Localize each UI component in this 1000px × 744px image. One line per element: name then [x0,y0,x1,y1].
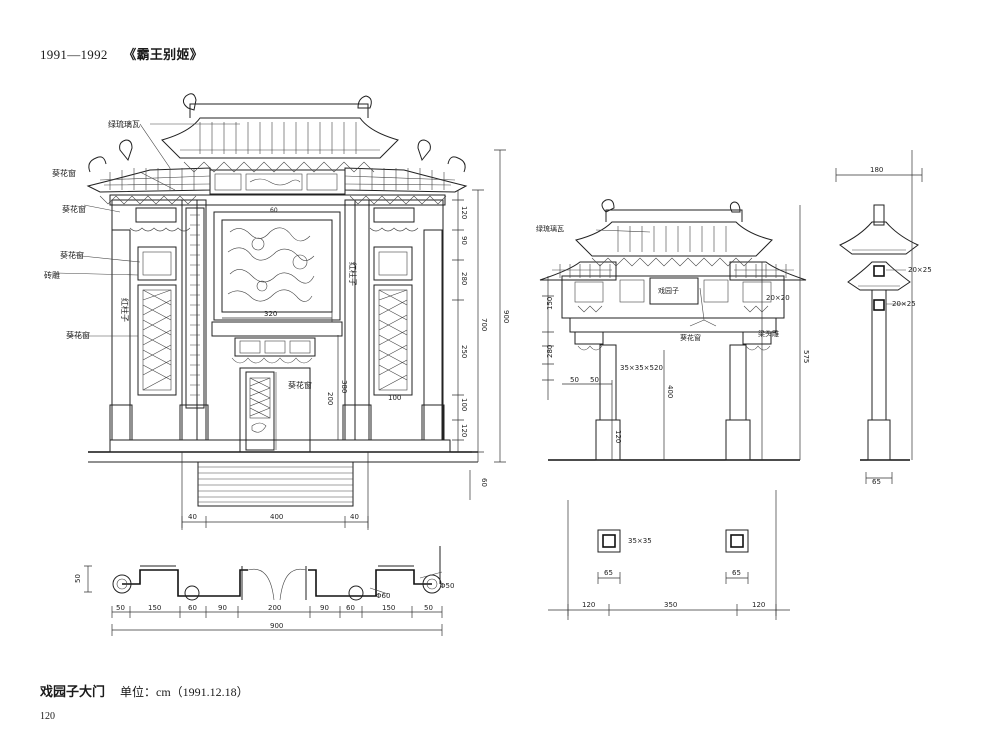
gate-plan [548,490,790,620]
gate-plan-dim-5: 120 [752,601,765,609]
label-red-column-mid: 红柱子 [348,262,358,286]
side-dim-2: 20×25 [892,300,916,308]
inscription-column [185,207,205,409]
dim-m1: 380 [340,380,348,393]
front-elevation [55,93,506,530]
gate-dim-8: 575 [802,350,810,363]
plan-diam-2: Φ50 [440,582,454,590]
gate-plan-dim-0: 35×35 [628,537,652,545]
plan-dim-5: 90 [320,604,329,612]
plan-dim-8: 50 [424,604,433,612]
left-windows [137,246,177,396]
dim-r4: 700 [480,318,488,331]
gate-label-window: 葵花窗 [680,333,701,342]
gate-label-plaque: 戏园子 [658,286,679,295]
dim-m0: 320 [264,310,277,318]
plan-dim-7: 150 [382,604,395,612]
right-windows [373,246,413,396]
front-dimensions [181,149,506,530]
gate-dim-3: 20×20 [766,294,790,302]
side-dim-1: 20×25 [908,266,932,274]
gate-dim-0: 35×35×520 [620,364,663,372]
plan-dim-total: 900 [270,622,283,630]
plan-dim-4: 200 [268,604,281,612]
main-roof [161,93,399,173]
plan-dim-1: 150 [148,604,161,612]
front-door [239,367,311,453]
dim-r6: 250 [460,345,468,358]
label-window-2: 葵花窗 [62,204,86,214]
gate-plan-dim-3: 120 [582,601,595,609]
side-roofs [86,139,468,205]
dim-m2: 200 [326,392,334,405]
gate-plan-dim-4: 350 [664,601,677,609]
gate-dim-1: 400 [666,385,674,398]
label-window-1: 葵花窗 [52,168,76,178]
carved-brick-panel [213,211,341,321]
gate-dim-4: 150 [546,297,554,310]
plan-side-dim: 50 [74,574,82,583]
gate-dim-2: 120 [614,430,622,443]
plan-diam-1: Φ60 [376,592,390,600]
header-title: 《霸王别姬》 [123,47,204,62]
gate-label-beam: 梁头雕 [758,329,779,338]
label-window-4: 葵花窗 [66,330,90,340]
caption-title: 戏园子大门 [40,684,106,699]
gate-plan-dim-1: 65 [604,569,613,577]
dim-b2: 40 [350,513,359,521]
label-door-window: 葵花窗 [288,380,312,390]
dim-r1: 90 [460,236,468,245]
label-red-column-left: 红柱子 [120,298,130,322]
figure-caption: 戏园子大门 单位：cm（1991.12.18） [40,681,249,700]
dim-r8: 60 [480,478,488,487]
dim-m4: 60 [270,207,278,214]
dim-r7: 120 [460,424,468,437]
gate-dim-5: 280 [546,345,554,358]
side-dim-3: 65 [872,478,881,486]
side-dim-0: 180 [870,166,883,174]
plan-dim-2: 60 [188,604,197,612]
plan-dim-0: 50 [116,604,125,612]
floor-plan [84,546,443,636]
page-number: 120 [40,711,55,722]
label-brick-carving: 砖雕 [44,270,60,280]
plan-dim-6: 60 [346,604,355,612]
front-steps [197,461,354,507]
page-header: 1991—1992 《霸王别姬》 [40,44,203,63]
plan-dim-3: 90 [218,604,227,612]
gate-dim-6: 50 [570,376,579,384]
label-window-3: 葵花窗 [60,250,84,260]
label-glazed-tile: 绿琉璃瓦 [108,119,140,129]
header-years: 1991—1992 [40,47,108,62]
side-section [835,150,923,484]
dim-b0: 40 [188,513,197,521]
gate-dim-7: 50 [590,376,599,384]
dim-r2: 280 [460,272,468,285]
dim-b1: 400 [270,513,283,521]
dim-r0: 120 [460,206,468,219]
dim-r5: 100 [460,398,468,411]
dim-m3: 100 [388,394,401,402]
caption-unit: 单位：cm（1991.12.18） [120,685,249,699]
dim-r3: 900 [502,310,510,323]
gate-elevation [539,199,807,461]
gate-plan-dim-2: 65 [732,569,741,577]
gate-label-tile: 绿琉璃瓦 [536,224,564,233]
